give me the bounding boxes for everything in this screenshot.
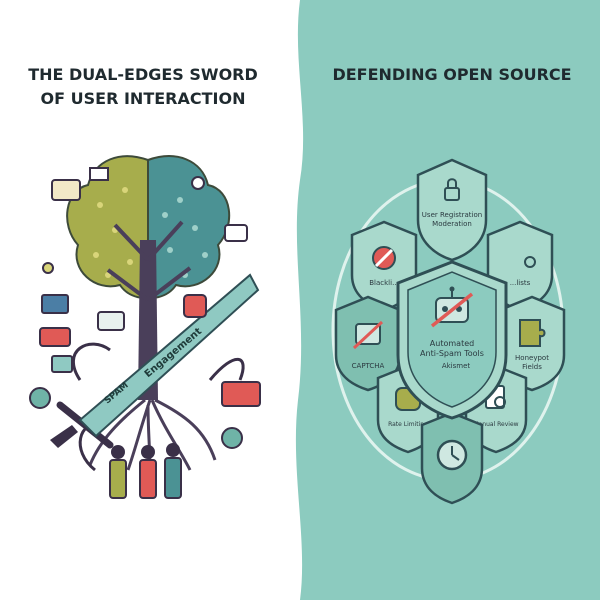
video-icon	[39, 327, 71, 347]
left-title-line2: OF USER INTERACTION	[41, 89, 246, 108]
social-icons	[29, 167, 261, 449]
magnifier-icon	[494, 396, 506, 408]
comment-icon	[224, 224, 248, 242]
svg-text:Honeypot: Honeypot	[515, 354, 549, 362]
right-title: DEFENDING OPEN SOURCE	[332, 65, 571, 84]
user-badge-icon	[183, 294, 207, 318]
puzzle-icon	[519, 319, 546, 347]
envelope-icon	[89, 167, 109, 181]
svg-text:Fields: Fields	[522, 363, 542, 371]
lock-icon	[444, 187, 460, 201]
people-group	[109, 443, 182, 499]
svg-text:Rate Limiting: Rate Limiting	[388, 421, 428, 428]
right-panel: DEFENDING OPEN SOURCE User Registration …	[331, 65, 572, 505]
robot-icon	[430, 286, 474, 328]
notification-icon	[191, 176, 205, 190]
svg-text:Automated: Automated	[430, 339, 474, 348]
message-icon	[97, 311, 125, 331]
shield-automated-anti-spam: Automated Anti-Spam Tools Akismet	[396, 260, 508, 420]
svg-text:Blackli...: Blackli...	[369, 279, 399, 287]
user-list-icon	[524, 256, 536, 268]
bot-face-icon-2	[221, 427, 243, 449]
shield-bottom-clock	[420, 411, 484, 505]
shield-user-registration: User Registration Moderation	[416, 158, 488, 262]
left-panel: THE DUAL-EDGES SWORD OF USER INTERACTION	[28, 65, 261, 499]
svg-text:...lists: ...lists	[510, 279, 531, 287]
shield-honeypot: Honeypot Fields	[498, 295, 566, 392]
svg-text:Anti-Spam Tools: Anti-Spam Tools	[420, 349, 484, 358]
bot-face-icon	[29, 387, 51, 409]
mail-icon	[41, 294, 69, 314]
cursor-icon	[42, 262, 54, 274]
svg-text:Moderation: Moderation	[432, 220, 472, 228]
svg-text:CAPTCHA: CAPTCHA	[352, 362, 385, 370]
svg-text:Manual Review: Manual Review	[473, 421, 518, 428]
svg-text:Akismet: Akismet	[442, 362, 471, 370]
spam-message-icon	[221, 381, 261, 407]
svg-text:User Registration: User Registration	[422, 211, 482, 219]
left-title-line1: THE DUAL-EDGES SWORD	[28, 65, 258, 84]
text-lines-icon	[51, 355, 73, 373]
chat-bubble-icon	[51, 179, 81, 201]
